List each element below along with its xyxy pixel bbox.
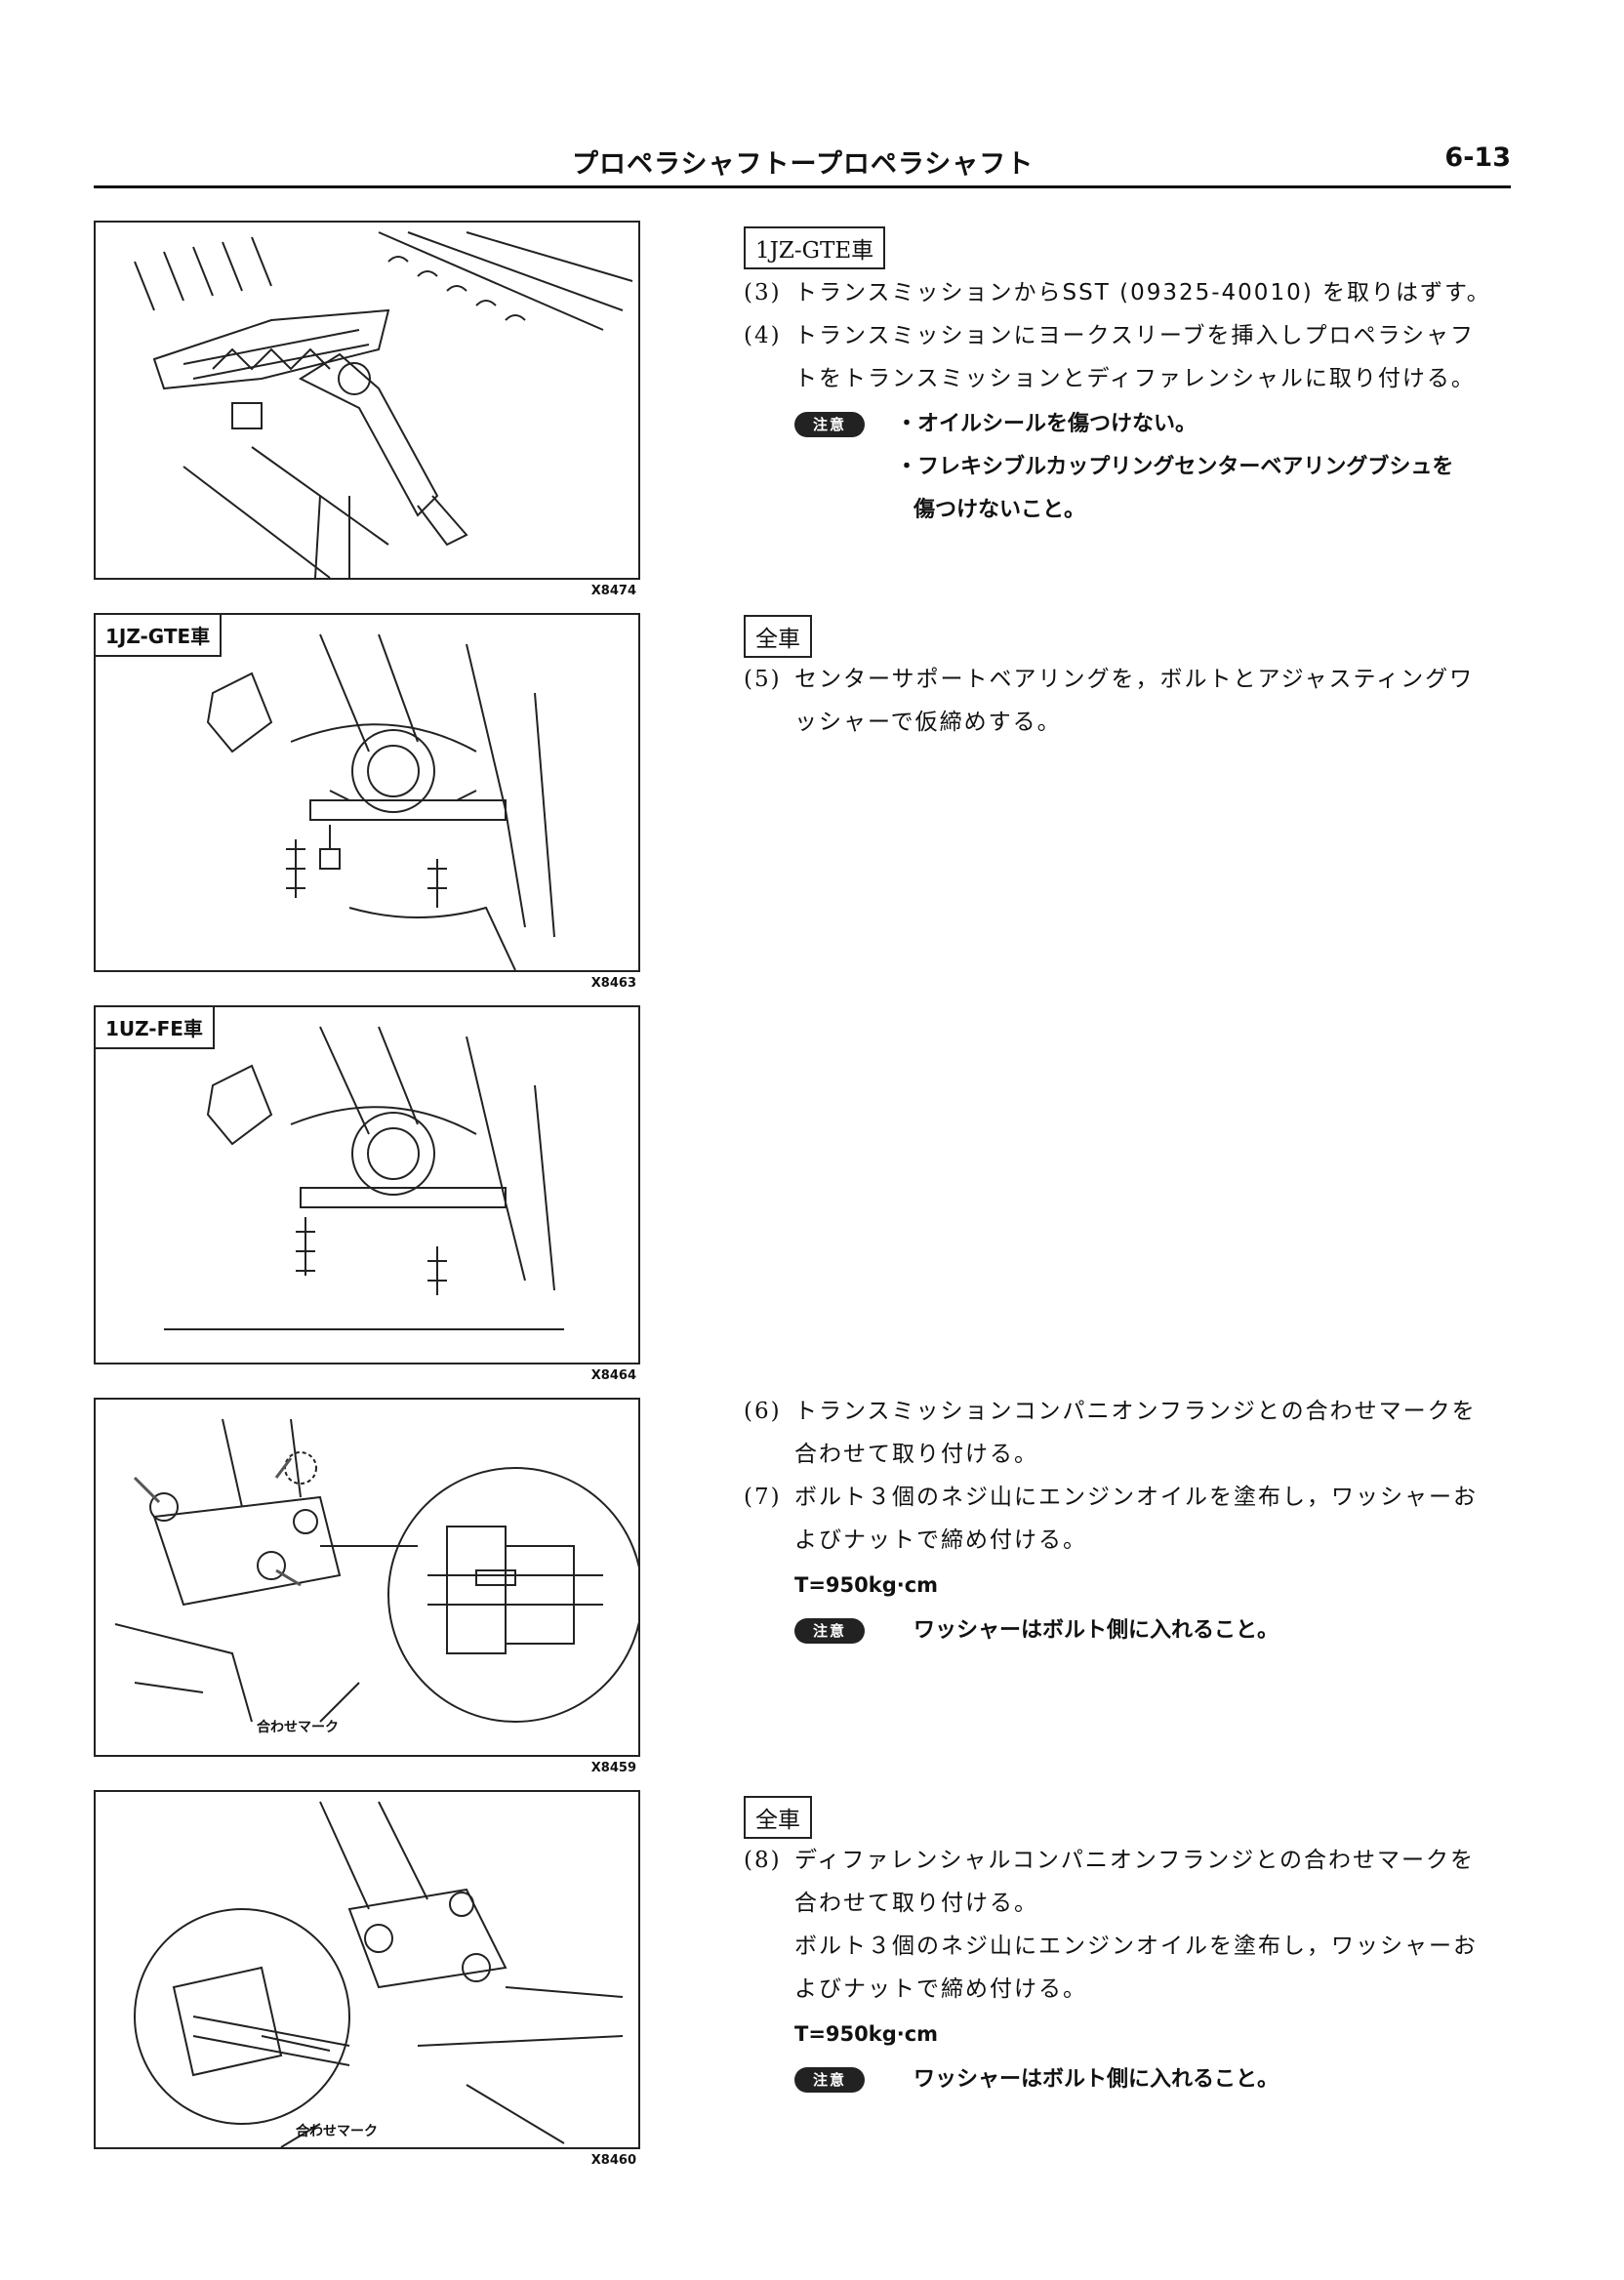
step-text: 合わせて取り付ける。 xyxy=(794,1442,1038,1467)
step-5: (5) センターサポートベアリングを，ボルトとアジャスティングワ ッシャーで仮締… xyxy=(744,658,1524,744)
torque-spec: T=950kg·cm xyxy=(794,1573,939,1597)
step-text: ッシャーで仮締めする。 xyxy=(794,710,1062,735)
figure-code: X8460 xyxy=(590,2153,636,2168)
center-bearing-illustration-icon xyxy=(164,1026,564,1330)
figure-code: X8463 xyxy=(590,976,636,991)
caution-note: 傷つけないこと。 xyxy=(914,498,1086,522)
transmission-sst-illustration-icon xyxy=(134,231,633,578)
figure-code: X8459 xyxy=(590,1761,636,1775)
step-number: (3) xyxy=(744,280,782,305)
step-number: (6) xyxy=(744,1399,782,1424)
step-8: (8) ディファレンシャルコンパニオンフランジとの合わせマークを 合わせて取り付… xyxy=(744,1839,1524,2011)
model-tag-all: 全車 xyxy=(744,1796,812,1839)
model-tag-1jz: 1JZ-GTE車 xyxy=(744,226,886,269)
step-text: よびナットで締め付ける。 xyxy=(794,1527,1087,1553)
figure-transmission-sst xyxy=(94,221,640,580)
step-text: よびナットで締め付ける。 xyxy=(794,1976,1087,2002)
caution-note: ワッシャーはボルト側に入れること。 xyxy=(914,1618,1279,1643)
step-7: (7) ボルト３個のネジ山にエンジンオイルを塗布し，ワッシャーお よびナットで締… xyxy=(744,1476,1524,1562)
figure-differential-flange: 合わせマーク xyxy=(94,1790,640,2149)
caution-badge: 注意 xyxy=(794,1618,865,1644)
figure-center-bearing-1jz: 1JZ-GTE車 xyxy=(94,613,640,972)
page-header: プロペラシャフトープロペラシャフト 6-13 xyxy=(94,137,1511,188)
step-text: トランスミッションにヨークスリーブを挿入しプロペラシャフ xyxy=(794,323,1476,348)
step-text: センターサポートベアリングを，ボルトとアジャスティングワ xyxy=(794,667,1475,692)
caution-note: ワッシャーはボルト側に入れること。 xyxy=(914,2067,1279,2092)
step-text: ボルト３個のネジ山にエンジンオイルを塗布し，ワッシャーお xyxy=(794,1485,1478,1510)
figure-code: X8474 xyxy=(590,584,636,598)
step-6: (6) トランスミッションコンパニオンフランジとの合わせマークを 合わせて取り付… xyxy=(744,1390,1524,1476)
caution-badge: 注意 xyxy=(794,412,865,437)
caution-badge: 注意 xyxy=(794,2067,865,2093)
figure-code: X8464 xyxy=(590,1368,636,1383)
step-number: (8) xyxy=(744,1848,782,1873)
model-tag-all: 全車 xyxy=(744,615,812,658)
diff-flange-illustration-icon: 合わせマーク xyxy=(134,1801,624,2147)
torque-spec: T=950kg·cm xyxy=(794,2022,939,2046)
step-text: トをトランスミッションとディファレンシャルに取り付ける。 xyxy=(794,366,1476,391)
step-text: ボルト３個のネジ山にエンジンオイルを塗布し，ワッシャーお xyxy=(794,1934,1478,1959)
center-bearing-illustration-icon xyxy=(206,633,555,970)
figure-label: 1JZ-GTE車 xyxy=(96,615,223,657)
page-number: 6-13 xyxy=(1444,142,1511,173)
step-number: (4) xyxy=(744,323,782,348)
step-text: トランスミッションコンパニオンフランジとの合わせマークを xyxy=(794,1399,1477,1424)
step-text: ディファレンシャルコンパニオンフランジとの合わせマークを xyxy=(794,1848,1476,1873)
step-number: (5) xyxy=(744,667,782,692)
caution-note: ・オイルシールを傷つけない。 xyxy=(896,412,1198,436)
step-text: トランスミッションからSST (09325-40010) を取りはずす。 xyxy=(794,280,1491,305)
page-title: プロペラシャフトープロペラシャフト xyxy=(572,149,1035,180)
step-number: (7) xyxy=(744,1485,782,1510)
step-text: 合わせて取り付ける。 xyxy=(794,1891,1038,1916)
caution-note: ・フレキシブルカップリングセンターベアリングブシュを xyxy=(896,455,1454,479)
differential-callout: 合わせマーク xyxy=(296,2123,378,2139)
step-3: (3) トランスミッションからSST (09325-40010) を取りはずす。 xyxy=(744,271,1524,314)
step-4: (4) トランスミッションにヨークスリーブを挿入しプロペラシャフ トをトランスミ… xyxy=(744,314,1524,400)
figure-transmission-flange: 合わせマーク xyxy=(94,1398,640,1757)
figure-center-bearing-1uz: 1UZ-FE車 xyxy=(94,1005,640,1364)
flange-bolt-illustration-icon: 合わせマーク xyxy=(114,1418,638,1735)
figure-label: 1UZ-FE車 xyxy=(96,1007,215,1049)
flange-callout: 合わせマーク xyxy=(257,1719,339,1735)
